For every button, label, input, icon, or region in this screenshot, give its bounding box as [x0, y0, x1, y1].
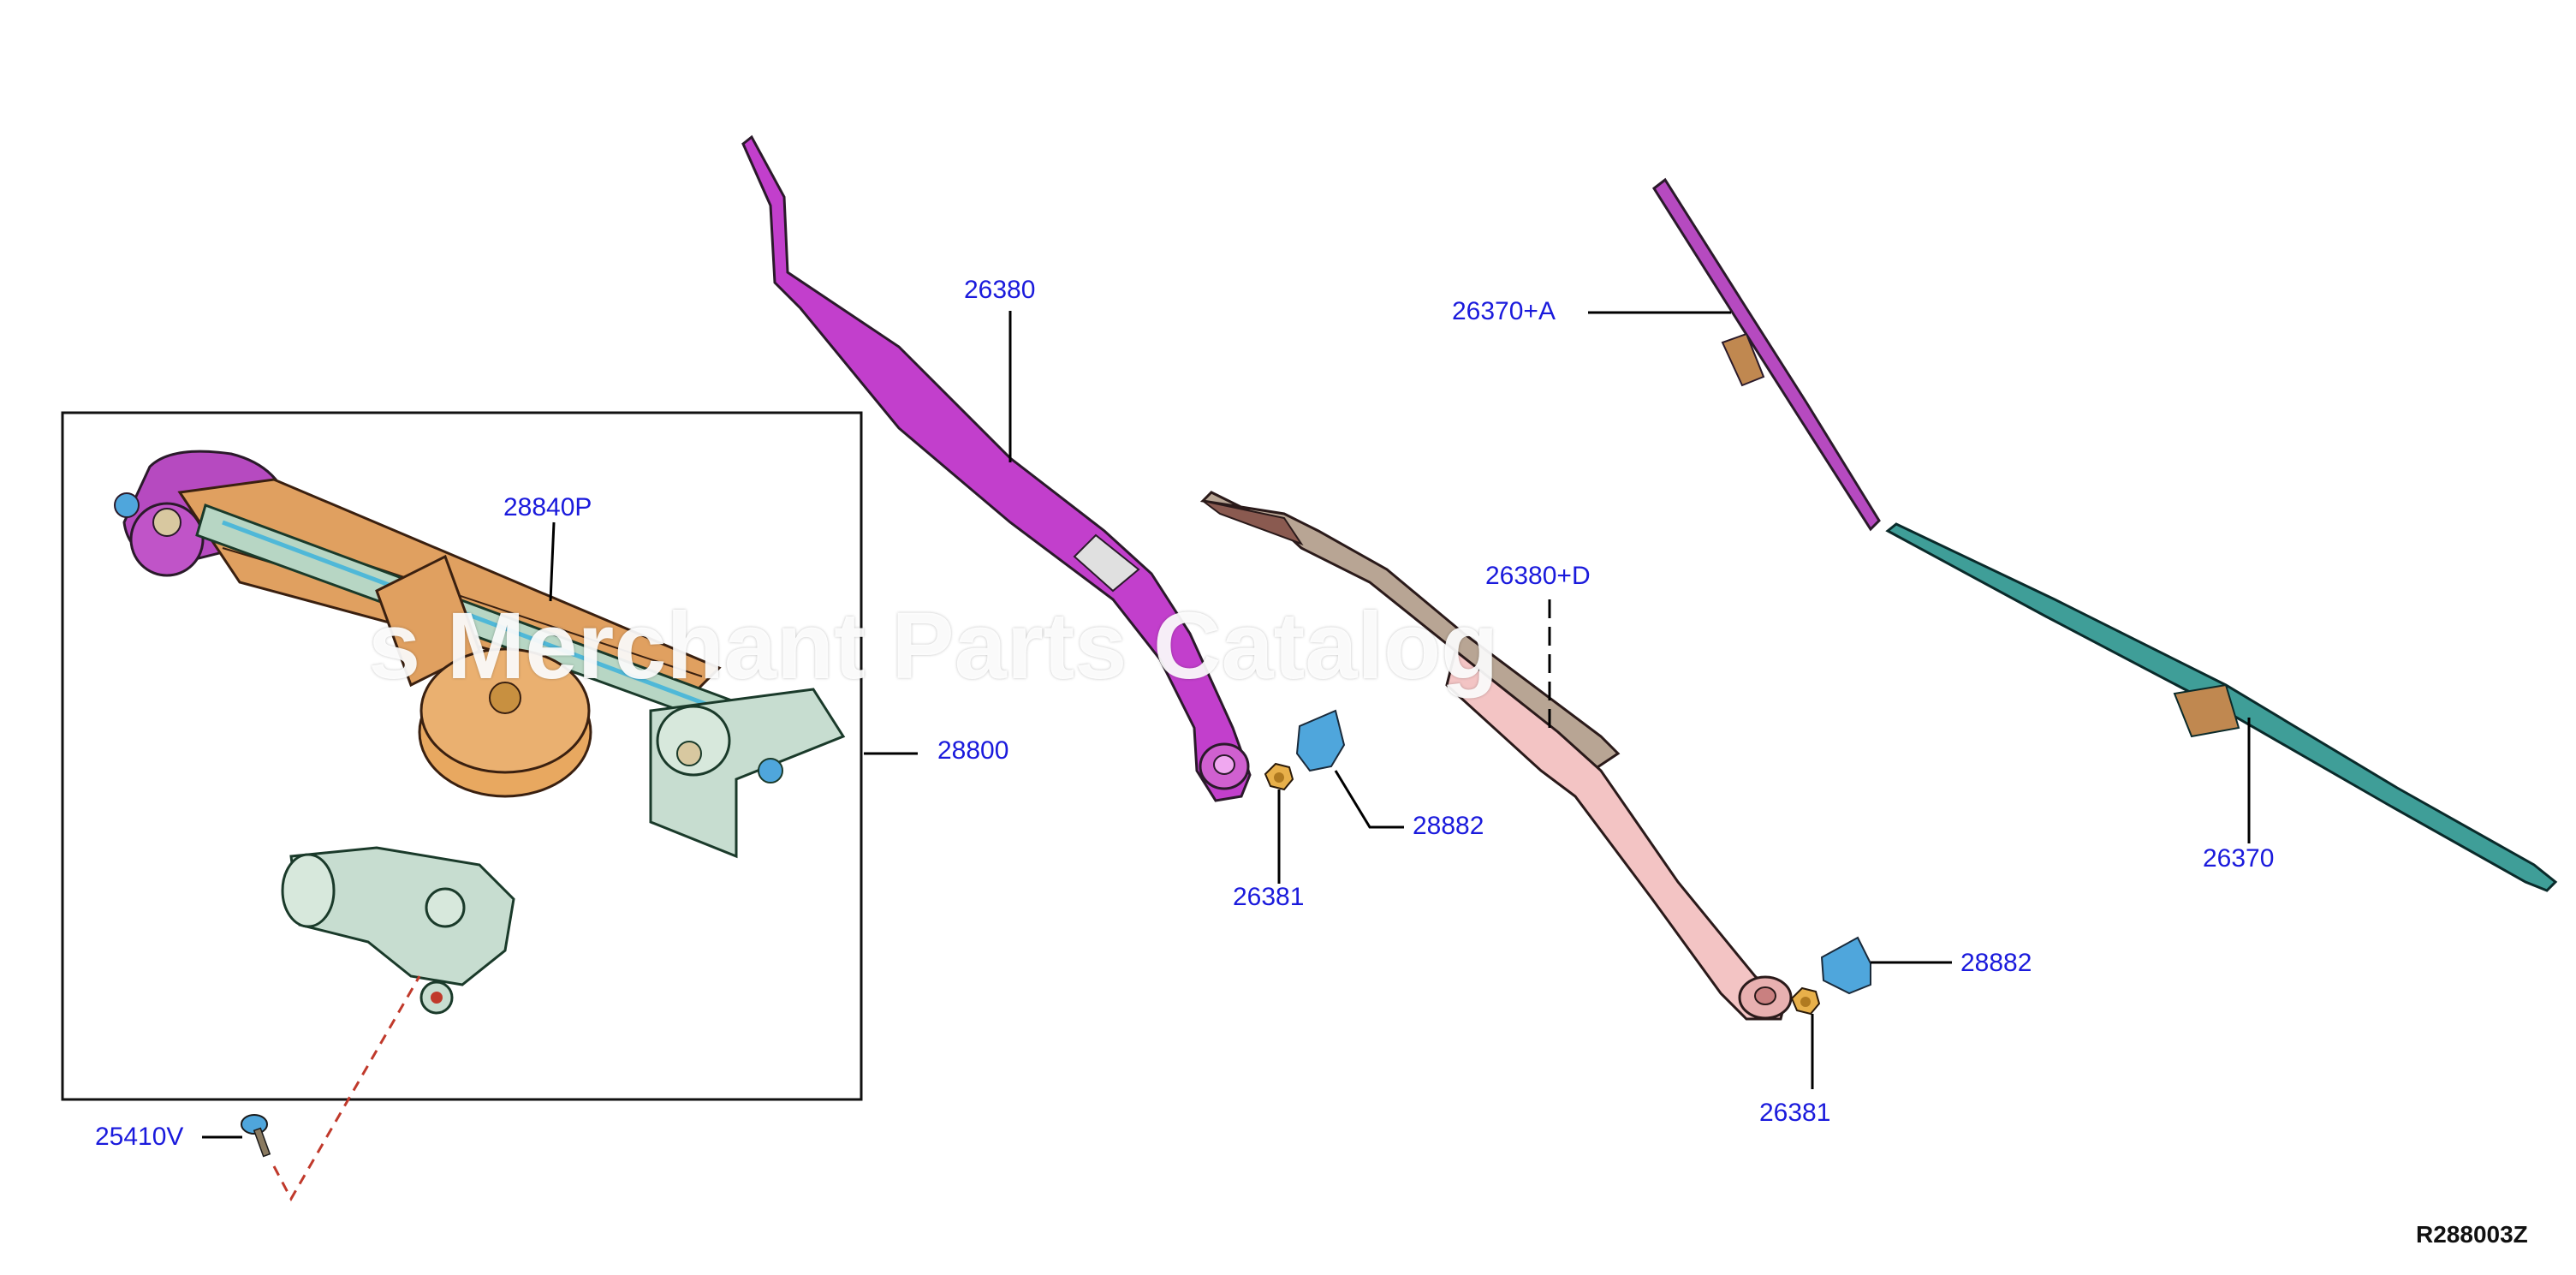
watermark-text: s Merchant Parts Catalog	[368, 593, 1499, 699]
part-label-28840P[interactable]: 28840P	[503, 493, 592, 521]
part-label-26380[interactable]: 26380	[964, 276, 1036, 304]
part-label-26380D[interactable]: 26380+D	[1485, 562, 1591, 590]
part-label-25410V[interactable]: 25410V	[95, 1123, 184, 1151]
wiper-blade-a-illustration[interactable]	[1652, 177, 1881, 532]
part-label-26381-b[interactable]: 26381	[1759, 1099, 1831, 1127]
part-label-28882-b[interactable]: 28882	[1960, 949, 2032, 977]
wiper-blade-illustration[interactable]	[1885, 522, 2558, 892]
passenger-wiper-arm-illustration[interactable]	[1199, 491, 1793, 1021]
diagram-reference-code: R288003Z	[2416, 1221, 2528, 1248]
part-label-26370A[interactable]: 26370+A	[1452, 297, 1556, 325]
wiper-motor-illustration[interactable]	[281, 846, 515, 1015]
nut-b-illustration[interactable]	[1790, 986, 1821, 1016]
part-label-26370[interactable]: 26370	[2203, 844, 2275, 873]
front-wiper-arm-illustration[interactable]	[741, 134, 1252, 802]
nut-a-illustration[interactable]	[1264, 762, 1294, 791]
linkage-assembly-illustration[interactable]	[114, 450, 846, 859]
cap-a-illustration[interactable]	[1295, 709, 1346, 772]
part-label-26381-a[interactable]: 26381	[1233, 883, 1305, 911]
part-label-28800[interactable]: 28800	[937, 736, 1009, 765]
part-label-28882-a[interactable]: 28882	[1413, 812, 1484, 840]
subassembly-frame	[61, 411, 863, 1101]
leader-lines	[202, 311, 2251, 1139]
cap-b-illustration[interactable]	[1820, 936, 1871, 995]
bolt-illustration[interactable]	[241, 1114, 271, 1158]
bolt-dashed-guide	[272, 975, 421, 1202]
